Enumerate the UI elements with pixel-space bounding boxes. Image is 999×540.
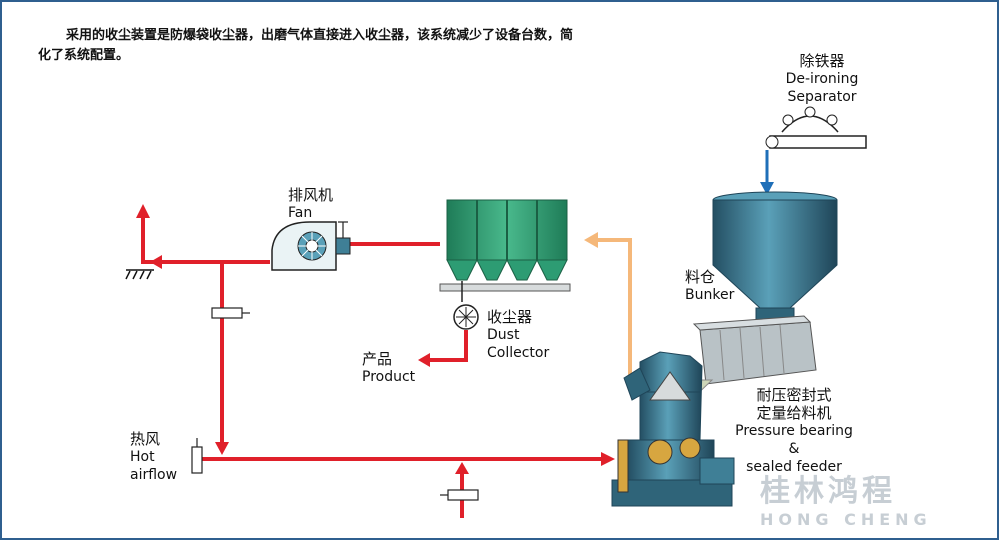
exhaust-line xyxy=(141,212,270,264)
product-line xyxy=(425,330,468,362)
damper-valve-bottom xyxy=(440,489,479,501)
bunker-icon xyxy=(712,191,838,327)
damper-valve-hot-air xyxy=(191,438,203,474)
exhaust-arrowhead xyxy=(136,204,150,218)
deironing-label: 除铁器 De-ironing Separator xyxy=(785,52,859,105)
gas-arrowheads xyxy=(136,204,615,474)
feeder-label: 耐压密封式 定量给料机 Pressure bearing & sealed fe… xyxy=(735,386,853,475)
company-watermark: 桂林鸿程 HONG CHENG xyxy=(760,474,932,529)
deironing-separator-icon xyxy=(765,106,867,149)
fan-icon xyxy=(271,221,351,271)
feed-arrow xyxy=(760,150,774,195)
system-description: 采用的收尘装置是防爆袋收尘器，出磨气体直接进入收尘器，该系统减少了设备台数，简化… xyxy=(38,28,574,63)
mill-inlet-arrowhead xyxy=(601,452,615,466)
bunker-label: 料仓 Bunker xyxy=(685,268,735,303)
damper-valve-upper xyxy=(211,307,250,319)
ground-symbol xyxy=(125,269,154,280)
dust-collector-label: 收尘器 Dust Collector xyxy=(487,308,550,361)
bottom-inlet-arrowhead xyxy=(455,462,469,474)
gas-line-network xyxy=(141,212,605,518)
vertical-roller-mill-icon xyxy=(611,351,735,507)
hot-airflow-label: 热风 Hot airflow xyxy=(130,430,178,483)
product-label: 产品 Product xyxy=(362,350,416,385)
dust-collector-icon xyxy=(439,199,571,330)
return-line xyxy=(584,232,632,375)
recirculation-arrowhead xyxy=(215,442,229,455)
exhaust-left-arrowhead xyxy=(150,255,162,269)
fan-label: 排风机 Fan xyxy=(288,186,334,221)
product-arrowhead xyxy=(418,353,430,367)
